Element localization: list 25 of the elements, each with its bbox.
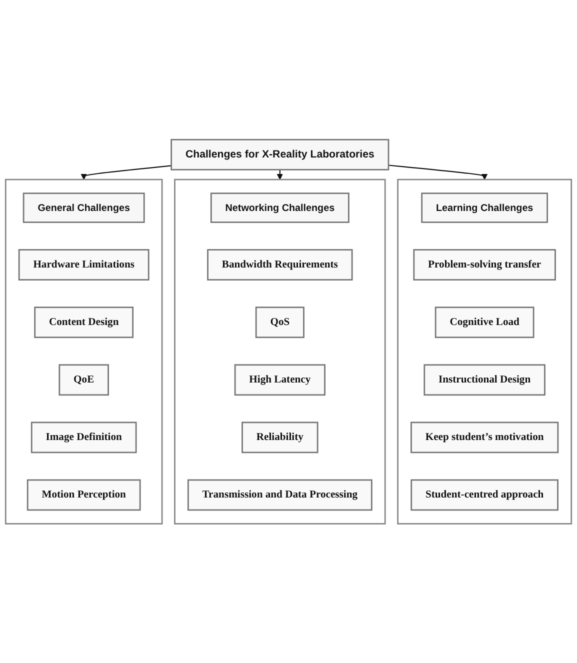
node-box: [421, 192, 548, 223]
node-box: [434, 306, 534, 338]
node-box: [242, 422, 318, 453]
node-box: [187, 479, 372, 510]
node-box: [410, 422, 559, 453]
cluster: [397, 178, 572, 524]
node-box: [207, 248, 353, 280]
node-box: [34, 306, 134, 338]
node-box: [30, 422, 137, 453]
node-box: [26, 479, 141, 510]
node-box: [58, 364, 109, 396]
arrow: [80, 164, 172, 180]
node-box: [234, 364, 326, 396]
node-box: [413, 248, 556, 280]
node-box: [210, 192, 350, 223]
node-box: [170, 138, 390, 170]
node-box: [22, 192, 145, 223]
node-box: [424, 364, 546, 396]
arrow: [388, 164, 488, 180]
arrow: [276, 169, 284, 180]
node-box: [255, 306, 304, 338]
node-box: [410, 479, 558, 510]
node-box: [18, 248, 150, 280]
cluster: [174, 178, 386, 524]
cluster: [4, 178, 163, 524]
